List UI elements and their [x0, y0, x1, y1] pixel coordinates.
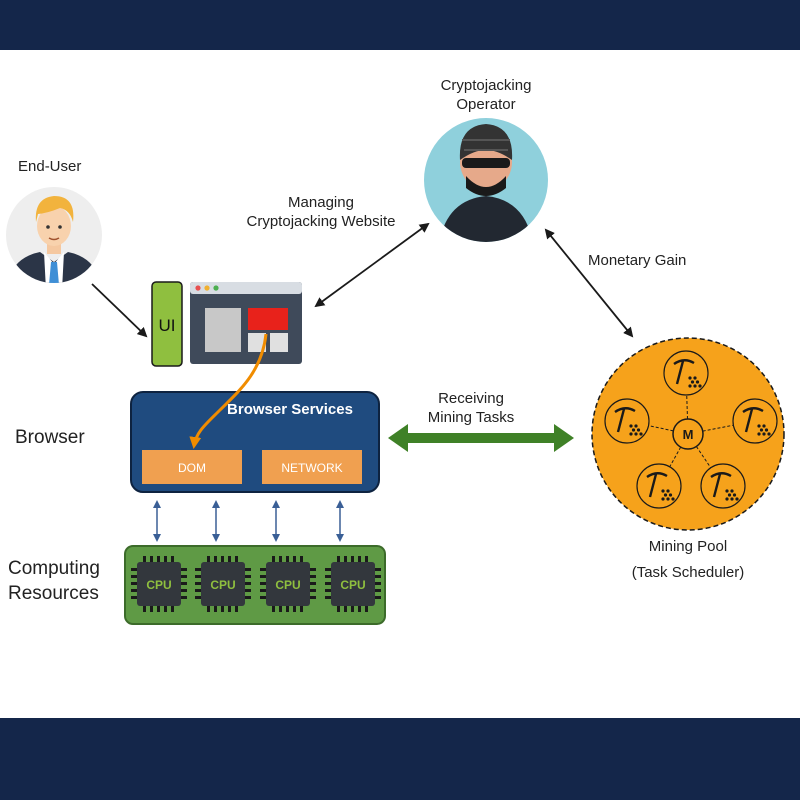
operator-label-line2: Operator — [456, 96, 516, 113]
dom-label: DOM — [178, 461, 206, 475]
ui-label: UI — [159, 316, 176, 335]
computing-label-line2: Resources — [8, 583, 99, 604]
receiving-label-line2: Mining Tasks — [427, 409, 515, 426]
top-band — [0, 0, 800, 50]
pickaxe-icon — [663, 350, 709, 396]
bottom-band — [0, 718, 800, 800]
pickaxe-icon — [636, 463, 682, 509]
browser-window-icon — [190, 282, 302, 364]
monetary-gain-label: Monetary Gain — [588, 252, 687, 269]
browser-label: Browser — [15, 427, 85, 448]
operator-avatar — [424, 118, 548, 242]
cpu-label: CPU — [275, 578, 300, 592]
mining-pool: M — [591, 337, 785, 531]
network-label: NETWORK — [281, 461, 342, 475]
mining-pool-label-line2: (Task Scheduler) — [631, 564, 745, 581]
managing-label-line2: Cryptojacking Website — [246, 213, 396, 230]
cpu-label: CPU — [210, 578, 235, 592]
cpu-chip: CPU — [131, 556, 187, 612]
pickaxe-icon — [700, 463, 746, 509]
mining-pool-label-line1: Mining Pool — [648, 538, 728, 555]
end-user-avatar — [6, 187, 102, 283]
cpu-label: CPU — [340, 578, 365, 592]
script-injection-arrow — [189, 333, 268, 449]
cpu-chip: CPU — [195, 556, 251, 612]
operator-label-line1: Cryptojacking — [440, 77, 532, 94]
cpu-chip: CPU — [260, 556, 316, 612]
managing-website-arrow — [314, 222, 430, 308]
receiving-tasks-arrow — [388, 424, 574, 452]
end-user-label: End-User — [18, 158, 82, 175]
diagram-canvas: UI Browser Services DOM NETWORK — [0, 50, 800, 718]
managing-label-line1: Managing — [288, 194, 354, 211]
user-to-ui-arrow — [91, 283, 148, 338]
monetary-gain-arrow — [544, 228, 634, 338]
monero-coin-icon — [672, 418, 704, 450]
pickaxe-icon — [732, 398, 778, 444]
coin-symbol: M — [683, 427, 694, 442]
browser-services-box: Browser Services DOM NETWORK — [130, 391, 380, 493]
computing-label-line1: Computing — [8, 558, 100, 579]
browser-services-title: Browser Services — [227, 401, 353, 418]
receiving-label-line1: Receiving — [438, 390, 504, 407]
ui-box: UI — [151, 281, 183, 367]
diagram-svg: UI Browser Services DOM NETWORK — [6, 118, 785, 625]
cpu-board: CPU CPU CPU CPU — [124, 545, 386, 625]
cpu-chip: CPU — [325, 556, 381, 612]
cpu-label: CPU — [146, 578, 171, 592]
pickaxe-icon — [604, 398, 650, 444]
